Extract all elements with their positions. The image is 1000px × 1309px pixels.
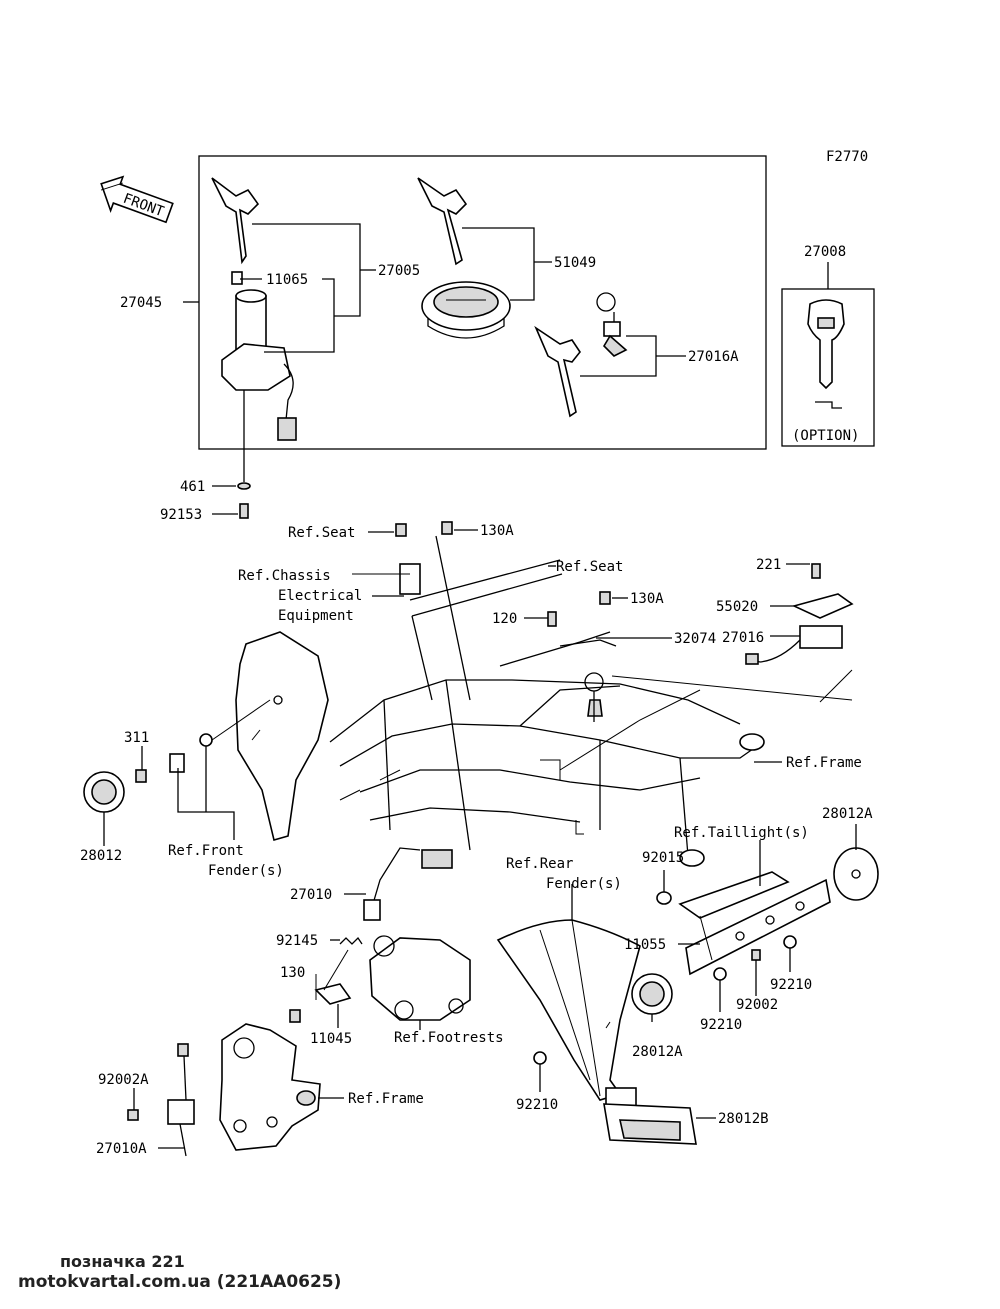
front-fender-icon bbox=[235, 631, 329, 841]
label-221: 221 bbox=[756, 557, 781, 573]
label-92015: 92015 bbox=[642, 850, 684, 866]
nut-icon bbox=[533, 1051, 547, 1065]
nut-icon bbox=[713, 967, 727, 981]
screw-icon bbox=[547, 611, 557, 627]
reflector-icon bbox=[83, 771, 125, 813]
label-27016: 27016 bbox=[722, 630, 764, 646]
label-28012A-top: 28012A bbox=[822, 806, 873, 822]
lower-frame-icon bbox=[219, 1023, 321, 1151]
label-ref-frame-1: Ref.Frame bbox=[786, 755, 862, 771]
label-ref-taillight: Ref.Taillight(s) bbox=[674, 825, 809, 841]
label-27010A: 27010A bbox=[96, 1141, 147, 1157]
label-ref-frame-2: Ref.Frame bbox=[348, 1091, 424, 1107]
label-ref-seat-1: Ref.Seat bbox=[288, 525, 355, 541]
top-leaders bbox=[183, 223, 829, 377]
label-461: 461 bbox=[180, 479, 205, 495]
figure-code: F2770 bbox=[826, 149, 868, 165]
label-28012: 28012 bbox=[80, 848, 122, 864]
label-28012B: 28012B bbox=[718, 1111, 769, 1127]
key-icon bbox=[417, 177, 468, 266]
label-27045: 27045 bbox=[120, 295, 162, 311]
label-311: 311 bbox=[124, 730, 149, 746]
label-28012A-bottom: 28012A bbox=[632, 1044, 683, 1060]
screw-icon bbox=[751, 949, 761, 961]
label-120: 120 bbox=[492, 611, 517, 627]
label-ref-footrests: Ref.Footrests bbox=[394, 1030, 504, 1046]
reflector-icon bbox=[631, 973, 673, 1015]
ignition-switch-icon bbox=[221, 271, 297, 441]
front-arrow-icon: FRONT bbox=[100, 175, 174, 224]
label-ref-rear-fender-1: Ref.Rear bbox=[506, 856, 573, 872]
label-27008: 27008 bbox=[804, 244, 846, 260]
screw-icon bbox=[599, 591, 611, 605]
label-92153: 92153 bbox=[160, 507, 202, 523]
label-130A-1: 130A bbox=[480, 523, 514, 539]
label-51049: 51049 bbox=[554, 255, 596, 271]
label-ref-seat-2: Ref.Seat bbox=[556, 559, 623, 575]
spring-icon bbox=[339, 936, 363, 945]
label-32074: 32074 bbox=[674, 631, 716, 647]
screw-icon bbox=[811, 563, 821, 579]
nut-icon bbox=[135, 769, 147, 783]
footer-caption: позначка 221 bbox=[60, 1252, 185, 1271]
option-label: (OPTION) bbox=[792, 428, 859, 444]
screw-icon bbox=[127, 1109, 139, 1121]
plate-bracket-icon bbox=[678, 840, 831, 976]
label-11045: 11045 bbox=[310, 1031, 352, 1047]
reflector-icon bbox=[833, 847, 879, 901]
fuel-cap-icon bbox=[421, 281, 511, 339]
label-11055: 11055 bbox=[624, 937, 666, 953]
label-92210-a: 92210 bbox=[770, 977, 812, 993]
sensor-icon bbox=[167, 1043, 195, 1157]
screw-icon bbox=[441, 521, 453, 535]
rear-fender-icon bbox=[496, 919, 641, 1109]
label-11065: 11065 bbox=[266, 272, 308, 288]
label-92210-c: 92210 bbox=[516, 1097, 558, 1113]
label-ref-rear-fender-2: Fender(s) bbox=[546, 876, 622, 892]
sensor-icon bbox=[745, 625, 843, 665]
option-key-icon bbox=[807, 299, 845, 409]
screw-icon bbox=[289, 1009, 301, 1023]
washer-icon bbox=[199, 733, 213, 747]
label-92002: 92002 bbox=[736, 997, 778, 1013]
rear-frame-icon bbox=[329, 535, 765, 867]
label-ref-chassis-1: Ref.Chassis bbox=[238, 568, 331, 584]
label-ref-chassis-3: Equipment bbox=[278, 608, 354, 624]
key-icon bbox=[211, 177, 260, 265]
label-ref-front-fender-1: Ref.Front bbox=[168, 843, 244, 859]
label-ref-chassis-2: Electrical bbox=[278, 588, 362, 604]
key-icon bbox=[534, 325, 581, 418]
label-92002A: 92002A bbox=[98, 1072, 149, 1088]
nut-icon bbox=[783, 935, 797, 949]
label-27016A: 27016A bbox=[688, 349, 739, 365]
label-55020: 55020 bbox=[716, 599, 758, 615]
seat-lock-icon bbox=[602, 321, 628, 357]
label-130: 130 bbox=[280, 965, 305, 981]
screw-icon bbox=[395, 523, 407, 537]
label-92210-b: 92210 bbox=[700, 1017, 742, 1033]
footer-source-link[interactable]: motokvartal.com.ua (221AA0625) bbox=[18, 1272, 342, 1292]
screw-icon bbox=[239, 503, 249, 519]
label-92145: 92145 bbox=[276, 933, 318, 949]
bolt-icon bbox=[169, 753, 185, 773]
reflector-icon bbox=[603, 1103, 697, 1145]
bracket-icon bbox=[791, 593, 854, 619]
nut-icon bbox=[656, 891, 672, 905]
washer-icon bbox=[237, 482, 251, 490]
label-ref-front-fender-2: Fender(s) bbox=[208, 863, 284, 879]
footrest-bracket-icon bbox=[314, 935, 471, 1021]
switch-icon bbox=[363, 847, 453, 921]
label-27005: 27005 bbox=[378, 263, 420, 279]
label-27010: 27010 bbox=[290, 887, 332, 903]
label-130A-2: 130A bbox=[630, 591, 664, 607]
